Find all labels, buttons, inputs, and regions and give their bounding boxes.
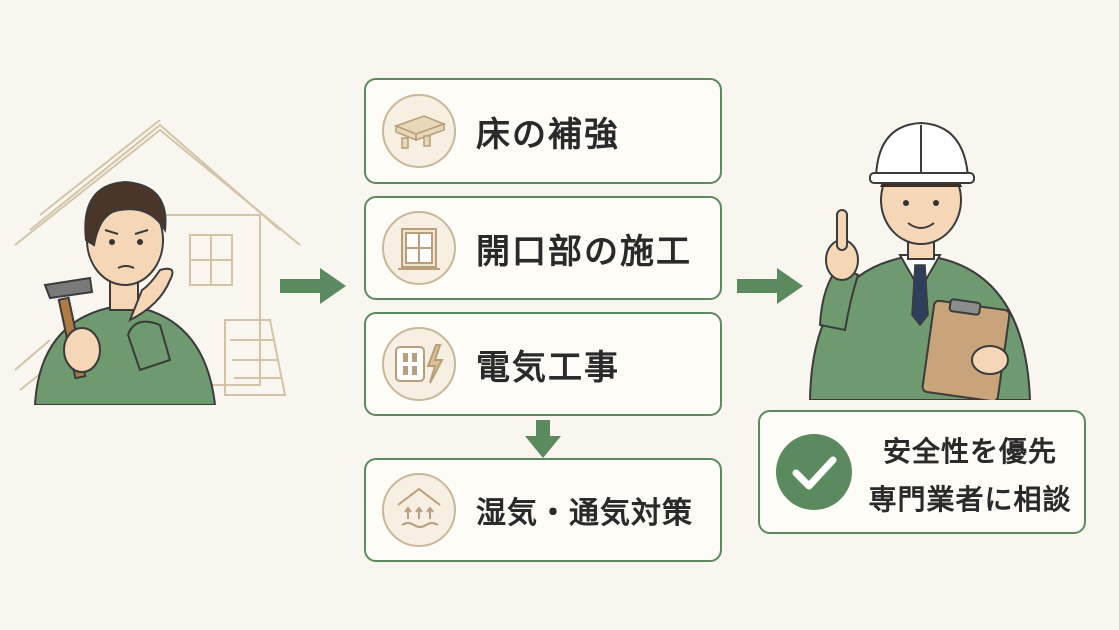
step-electrical-work: 電気工事 bbox=[364, 312, 722, 416]
down-arrow-icon bbox=[525, 420, 561, 458]
step-floor-reinforcement: 床の補強 bbox=[364, 78, 722, 184]
person bbox=[33, 180, 217, 405]
advice-line-1: 安全性を優先 bbox=[882, 435, 1057, 468]
house-ventilation-icon bbox=[382, 473, 456, 547]
helmet-icon bbox=[869, 121, 975, 184]
step-opening-construction: 開口部の施工 bbox=[364, 196, 722, 300]
outlet-lightning-icon bbox=[382, 327, 456, 401]
check-icon bbox=[776, 434, 852, 510]
necktie bbox=[911, 264, 929, 327]
clipboard-icon bbox=[921, 298, 1011, 400]
professional-worker-illustration bbox=[808, 121, 1032, 400]
worker bbox=[808, 121, 1032, 400]
step-label: 開口部の施工 bbox=[476, 231, 692, 272]
step-humidity-ventilation: 湿気・通気対策 bbox=[364, 458, 722, 562]
right-arrow-icon bbox=[737, 268, 803, 304]
pointing-hand bbox=[818, 209, 860, 332]
right-arrow-icon bbox=[280, 268, 346, 304]
step-label: 湿気・通気対策 bbox=[476, 496, 693, 531]
diy-person-illustration bbox=[14, 120, 301, 405]
step-label: 床の補強 bbox=[476, 114, 620, 155]
step-label: 電気工事 bbox=[476, 347, 620, 388]
advice-line-2: 専門業者に相談 bbox=[868, 483, 1072, 516]
window-icon bbox=[382, 211, 456, 285]
floor-beams-icon bbox=[382, 94, 456, 168]
advice-box: 安全性を優先 専門業者に相談 bbox=[758, 410, 1086, 534]
